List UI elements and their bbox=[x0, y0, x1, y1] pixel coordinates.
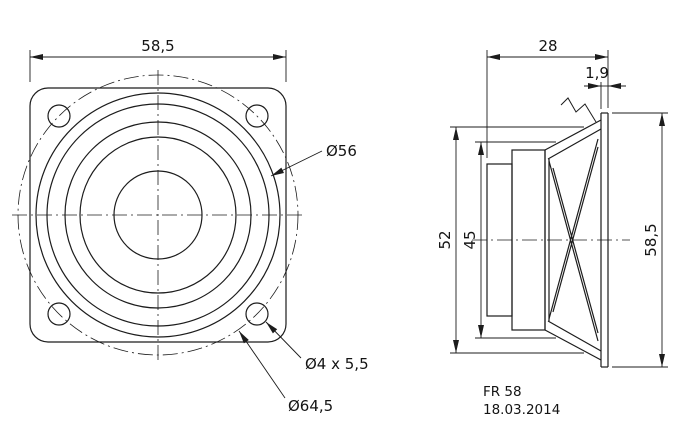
depth-value: 28 bbox=[538, 37, 557, 55]
gasket-thickness-value: 1,9 bbox=[585, 64, 609, 82]
side-view: 28 1,9 52 45 58,5 bbox=[436, 37, 668, 368]
front-width-value: 58,5 bbox=[141, 37, 174, 55]
dim-front-width: 58,5 bbox=[29, 37, 287, 82]
front-view: 58,5 Ø56 Ø4 x 5,5 Ø64,5 bbox=[12, 37, 369, 415]
mounting-holes bbox=[47, 104, 269, 326]
title-block: FR 58 18.03.2014 bbox=[483, 384, 560, 418]
date-label: 18.03.2014 bbox=[483, 402, 560, 418]
leader-corner-circle: Ø64,5 bbox=[238, 330, 333, 415]
leader-mounting-hole: Ø4 x 5,5 bbox=[265, 321, 369, 373]
dim-overall-height: 58,5 bbox=[612, 112, 668, 368]
basket-diameter-value: 52 bbox=[436, 230, 454, 249]
cone-diameter-label: Ø56 bbox=[326, 142, 357, 160]
dim-basket-diameter: 52 bbox=[436, 126, 584, 354]
speaker-frame-outline bbox=[29, 87, 287, 343]
inner-diameter-value: 45 bbox=[461, 230, 479, 249]
model-label: FR 58 bbox=[483, 384, 522, 400]
corner-circle-label: Ø64,5 bbox=[288, 397, 333, 415]
overall-height-value: 58,5 bbox=[642, 223, 660, 256]
mounting-hole-label: Ø4 x 5,5 bbox=[305, 355, 369, 373]
dim-depth: 28 bbox=[486, 37, 609, 158]
leader-cone-diameter: Ø56 bbox=[270, 142, 357, 177]
front-center-lines bbox=[12, 70, 304, 362]
dim-gasket-thickness: 1,9 bbox=[584, 64, 626, 109]
dim-inner-diameter: 45 bbox=[461, 141, 556, 339]
terminal-lug-icon bbox=[560, 97, 597, 123]
